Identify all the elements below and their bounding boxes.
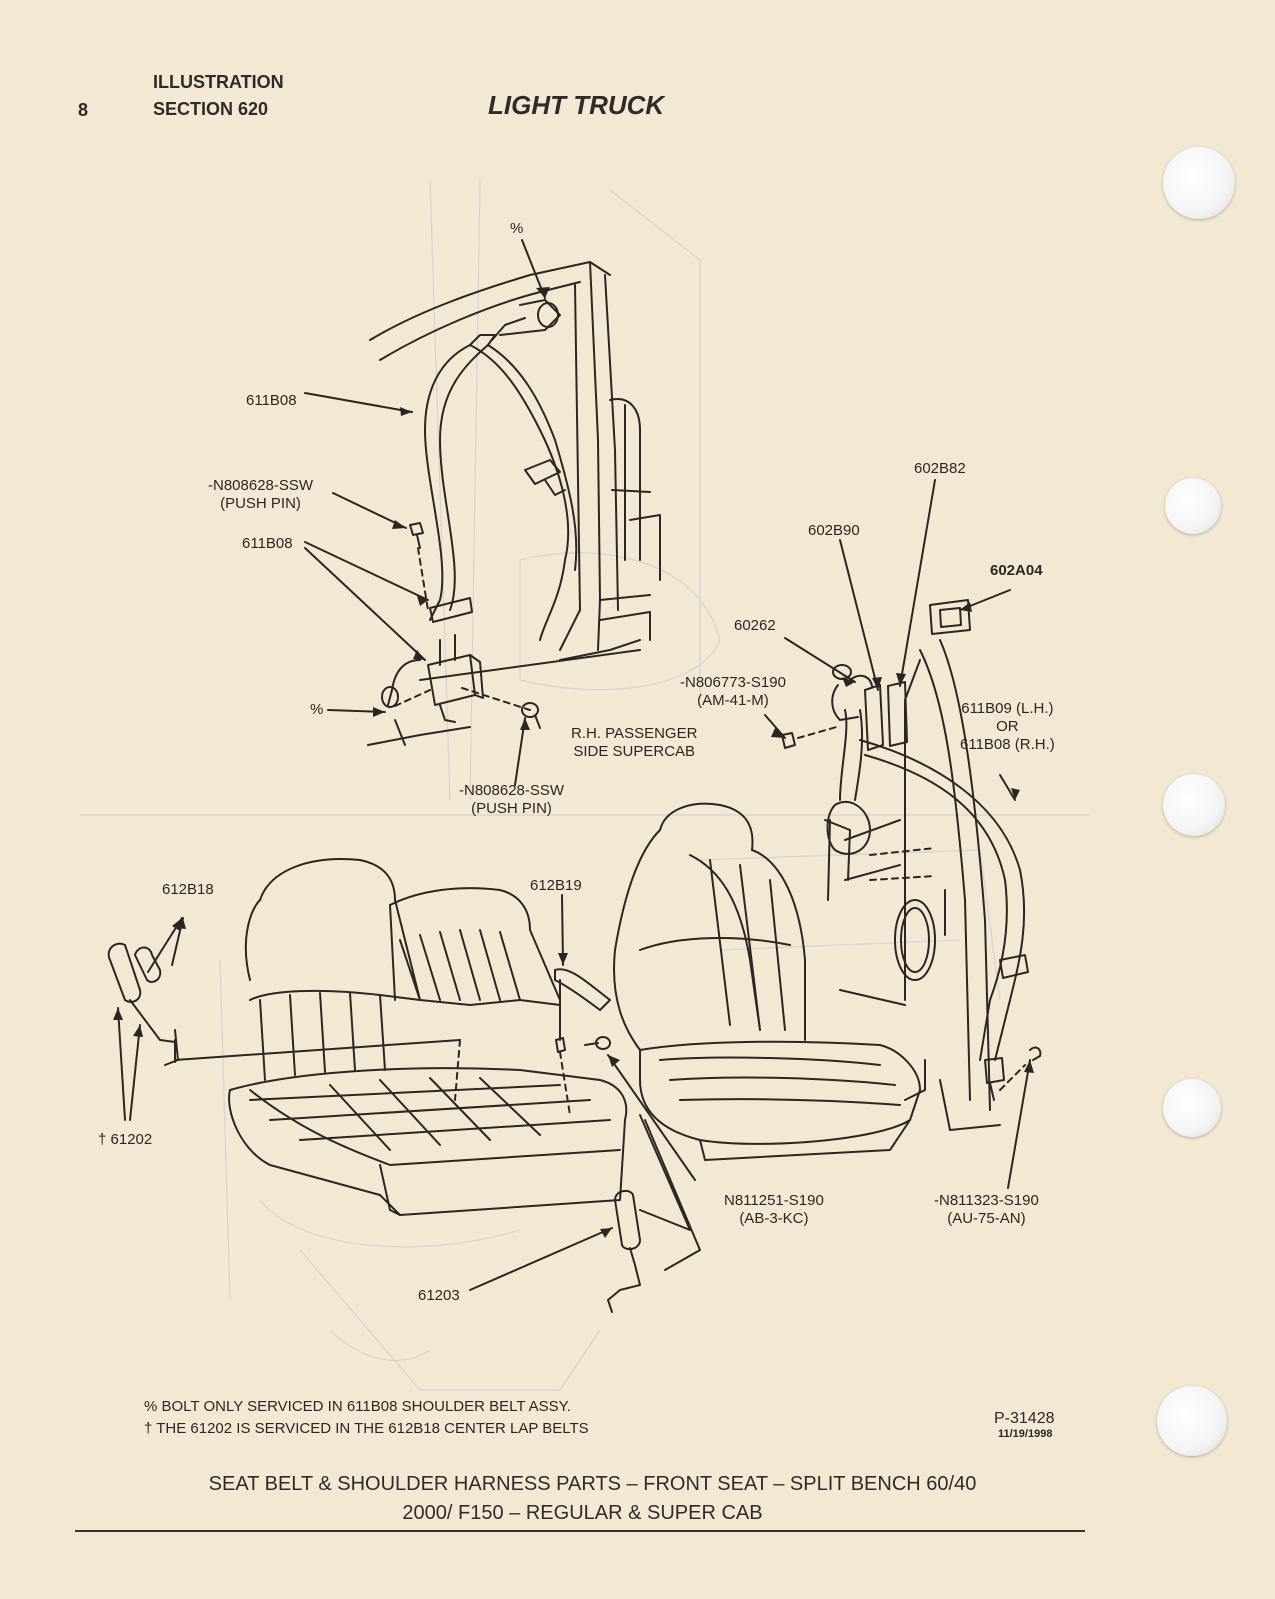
label-rh-passenger-line1: R.H. PASSENGER bbox=[571, 725, 698, 742]
label-n806773: -N806773-S190 (AM-41-M) bbox=[680, 674, 786, 710]
footer-rule bbox=[75, 1530, 1085, 1532]
binder-hole-5 bbox=[1157, 1386, 1227, 1456]
label-n806773-line2: (AM-41-M) bbox=[697, 692, 769, 709]
label-61202: † 61202 bbox=[98, 1131, 153, 1148]
header-section: SECTION 620 bbox=[153, 99, 269, 119]
binder-hole-2 bbox=[1165, 478, 1221, 534]
label-rh-passenger-line2: SIDE SUPERCAB bbox=[573, 743, 696, 760]
binder-hole-4 bbox=[1163, 1079, 1221, 1137]
label-611b09-line1: 611B09 (L.H.) bbox=[961, 700, 1054, 717]
part-reference: P-31428 bbox=[994, 1410, 1055, 1427]
page-title: LIGHT TRUCK bbox=[488, 90, 665, 120]
label-611b09-line2: OR bbox=[996, 718, 1019, 735]
label-602b82: 602B82 bbox=[914, 460, 966, 477]
label-61203: 61203 bbox=[418, 1287, 460, 1304]
header-illustration: ILLUSTRATION bbox=[153, 72, 284, 92]
label-611b08-upper: 611B08 bbox=[246, 392, 297, 409]
label-602b90: 602B90 bbox=[808, 522, 860, 539]
page-number: 8 bbox=[78, 100, 89, 120]
label-rh-passenger: R.H. PASSENGER SIDE SUPERCAB bbox=[571, 725, 697, 761]
label-611b09-line3: 611B08 (R.H.) bbox=[960, 736, 1055, 753]
label-n811251-line1: N811251-S190 bbox=[724, 1192, 824, 1209]
label-n808628-upper-line2: (PUSH PIN) bbox=[220, 495, 301, 512]
label-n806773-line1: -N806773-S190 bbox=[680, 674, 786, 691]
footnote-bolt: % BOLT ONLY SERVICED IN 611B08 SHOULDER … bbox=[144, 1398, 571, 1415]
label-n811323: -N811323-S190 (AU-75-AN) bbox=[934, 1192, 1039, 1228]
label-n811323-line1: -N811323-S190 bbox=[934, 1192, 1039, 1209]
label-n811251: N811251-S190 (AB-3-KC) bbox=[724, 1192, 824, 1228]
label-n808628-lower-line1: -N808628-SSW bbox=[459, 782, 565, 799]
label-611b09: 611B09 (L.H.) OR 611B08 (R.H.) bbox=[960, 700, 1055, 754]
caption-line1: SEAT BELT & SHOULDER HARNESS PARTS – FRO… bbox=[208, 1473, 977, 1495]
footnote-61202: † THE 61202 IS SERVICED IN THE 612B18 CE… bbox=[144, 1420, 589, 1437]
reference-date: 11/19/1998 bbox=[998, 1428, 1053, 1440]
label-percent-left: % bbox=[310, 701, 324, 718]
label-612b19: 612B19 bbox=[530, 877, 582, 894]
label-n808628-upper: -N808628-SSW (PUSH PIN) bbox=[208, 477, 313, 513]
binder-hole-1 bbox=[1163, 147, 1235, 219]
label-percent-top: % bbox=[510, 220, 524, 237]
label-612b18: 612B18 bbox=[162, 881, 214, 898]
label-n808628-lower: -N808628-SSW (PUSH PIN) bbox=[459, 782, 564, 818]
label-60262: 60262 bbox=[734, 617, 776, 634]
binder-hole-3 bbox=[1163, 774, 1225, 836]
caption-line2: 2000/ F150 – REGULAR & SUPER CAB bbox=[402, 1502, 763, 1524]
label-n808628-lower-line2: (PUSH PIN) bbox=[471, 800, 552, 817]
label-n811251-line2: (AB-3-KC) bbox=[739, 1210, 809, 1227]
label-n808628-upper-line1: -N808628-SSW bbox=[208, 477, 314, 494]
label-602a04: 602A04 bbox=[990, 562, 1043, 579]
label-611b08-middle: 611B08 bbox=[242, 535, 293, 552]
label-n811323-line2: (AU-75-AN) bbox=[947, 1210, 1026, 1227]
